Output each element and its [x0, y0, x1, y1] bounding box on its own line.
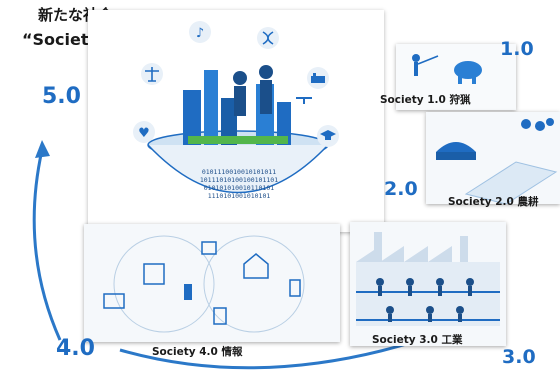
- stage-1-caption: Society 1.0 狩猟: [380, 94, 471, 106]
- society-5-illustration: [147, 65, 329, 194]
- binary-text: 0101110010010101011 10111010100100101101…: [184, 168, 294, 200]
- svg-text:♥: ♥: [138, 126, 150, 141]
- drone-icon: [296, 97, 312, 104]
- industry-illustration: [356, 232, 500, 326]
- hunting-illustration: [412, 54, 482, 84]
- society-4-panel: [84, 224, 340, 342]
- factory-icon: [307, 67, 329, 89]
- stage-3-caption: Society 3.0 工業: [372, 334, 463, 346]
- stage-1-number: 1.0: [500, 38, 534, 60]
- dna-icon: [257, 27, 279, 49]
- stage-4-caption: Society 4.0 情報: [152, 346, 243, 358]
- graduation-cap-icon: [317, 125, 339, 147]
- heart-icon: ♥: [133, 121, 155, 143]
- stage-2-caption: Society 2.0 農耕: [448, 196, 539, 208]
- stage-2-number: 2.0: [384, 178, 418, 200]
- society-2-panel: [426, 112, 560, 204]
- stage-4-number: 4.0: [56, 336, 95, 361]
- music-icon: ♪: [189, 21, 211, 43]
- binary-row: 10111010100100101101: [199, 176, 279, 184]
- farming-illustration: [436, 118, 558, 204]
- society-1-panel: [396, 44, 516, 110]
- stage-5-number: 5.0: [42, 84, 81, 109]
- society-3-panel: [350, 222, 506, 346]
- stage-3-number: 3.0: [502, 346, 536, 368]
- binary-row: 1110101001010101: [207, 192, 271, 200]
- svg-text:♪: ♪: [196, 26, 204, 41]
- information-illustration: [103, 235, 305, 333]
- binary-row: 010101010010110101: [203, 184, 275, 192]
- society-5-panel: 0101110010010101011 10111010100100101101…: [88, 10, 384, 232]
- scale-icon: [141, 63, 163, 85]
- binary-row: 0101110010010101011: [201, 168, 277, 176]
